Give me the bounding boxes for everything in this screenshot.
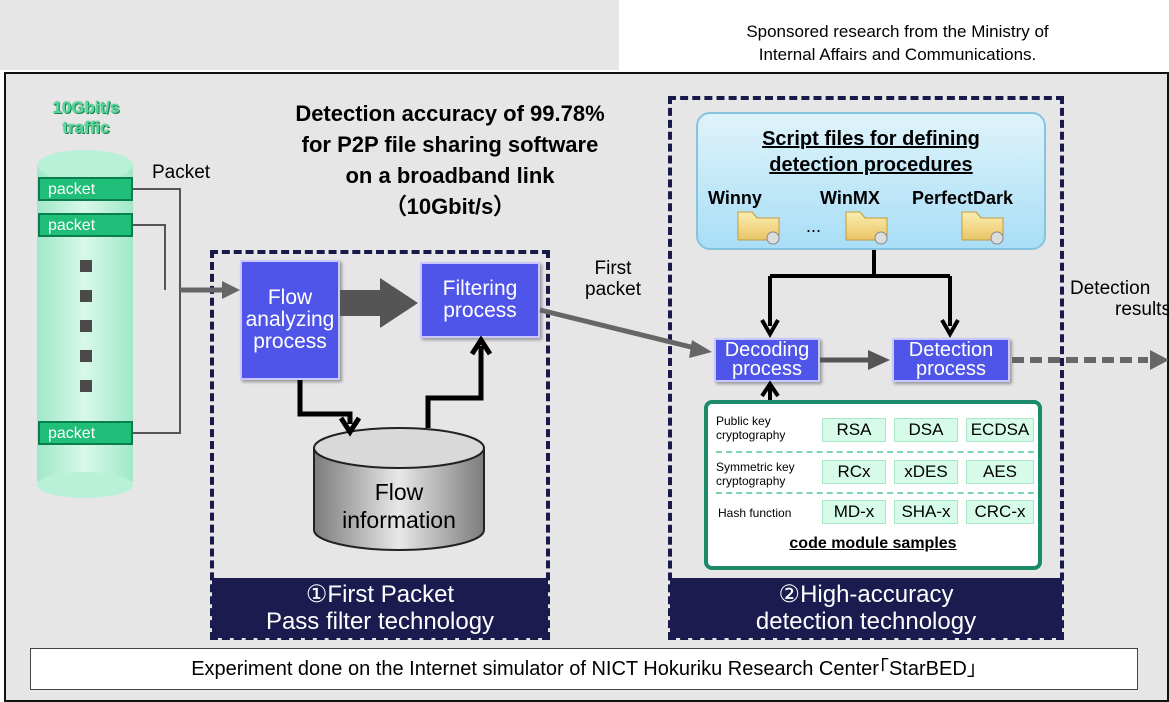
module-chip: MD-x xyxy=(822,500,886,524)
packet-to-flow-arrow xyxy=(180,281,240,299)
module-chip: xDES xyxy=(894,460,958,484)
decoding-line-2: process xyxy=(731,358,802,380)
module-chip: RCx xyxy=(822,460,886,484)
module-chip: ECDSA xyxy=(966,418,1034,442)
detection-box: Detection process xyxy=(892,338,1010,382)
decoding-line-1: Decoding xyxy=(724,339,810,361)
folder-icon xyxy=(737,211,780,245)
script-files-title: Script files for defining detection proc… xyxy=(700,126,1042,178)
flow-info-line-2: information xyxy=(342,507,456,533)
first-packet-line-1: First xyxy=(594,258,632,279)
packet-dot xyxy=(80,350,92,362)
accuracy-line-2: for P2P file sharing software xyxy=(301,132,599,157)
packet-box: packet xyxy=(38,421,133,445)
module-divider xyxy=(716,492,1034,494)
packet-dot xyxy=(80,380,92,392)
flow-analyzing-label: Flow analyzing process xyxy=(245,286,335,353)
detection-label-line-2: detection technology xyxy=(755,608,977,635)
accuracy-headline: Detection accuracy of 99.78% for P2P fil… xyxy=(225,98,675,222)
detection-label: ②High-accuracy detection technology xyxy=(670,578,1062,638)
module-category: Hash function xyxy=(718,506,792,520)
sponsor-line-2: Internal Affairs and Communications. xyxy=(758,45,1037,64)
flow-info-line-1: Flow xyxy=(374,479,424,505)
module-category: Symmetric key cryptography xyxy=(716,460,795,488)
first-packet-label: ①First Packet Pass filter technology xyxy=(212,578,548,638)
first-packet-section xyxy=(210,250,550,640)
packet-dot xyxy=(80,260,92,272)
db-to-filter-arrow xyxy=(425,335,493,428)
packet-box: packet xyxy=(38,177,133,201)
detection-label-line-1: ②High-accuracy xyxy=(778,581,954,608)
header-gray-band xyxy=(0,0,619,70)
detection-line-1: Detection xyxy=(908,339,994,361)
script-to-process-arrows xyxy=(760,250,960,339)
packet-connectors xyxy=(133,188,181,434)
module-divider xyxy=(716,451,1034,453)
app-name-winny: Winny xyxy=(708,188,762,208)
modules-to-decoding-arrow xyxy=(760,380,780,400)
script-title-line-1: Script files for defining xyxy=(762,128,980,150)
first-packet-label-line-1: ①First Packet xyxy=(305,581,455,608)
results-text: Detection results xyxy=(1070,278,1169,320)
ellipsis: ... xyxy=(806,216,822,236)
module-chip: AES xyxy=(966,460,1034,484)
accuracy-line-4: （10Gbit/s） xyxy=(384,194,516,219)
flow-information-label: Flow information xyxy=(314,478,484,534)
sponsor-line-1: Sponsored research from the Ministry of xyxy=(746,22,1049,41)
flow-information-db xyxy=(313,427,485,551)
packet-label: Packet xyxy=(152,162,211,183)
first-packet-arrow xyxy=(539,307,712,358)
app-name-winmx: WinMX xyxy=(820,188,880,208)
app-name-perfectdark: PerfectDark xyxy=(912,188,1014,208)
first-packet-label-line-2: Pass filter technology xyxy=(265,608,495,635)
folder-icon xyxy=(845,211,888,245)
flow-analyzing-box: Flow analyzing process xyxy=(240,260,340,380)
accuracy-line-1: Detection accuracy of 99.78% xyxy=(295,101,605,126)
experiment-footer: Experiment done on the Internet simulato… xyxy=(30,648,1138,690)
module-category: Public key cryptography xyxy=(716,414,786,442)
detection-section xyxy=(668,96,1064,640)
module-chip: DSA xyxy=(894,418,958,442)
sponsor-note: Sponsored research from the Ministry of … xyxy=(640,20,1155,66)
traffic-title: 10Gbit/s traffic xyxy=(30,98,142,138)
traffic-title-line-1: 10Gbit/s xyxy=(52,98,120,117)
packet-dot xyxy=(80,320,92,332)
decode-to-detect-arrow xyxy=(820,350,890,370)
code-modules-caption: code module samples xyxy=(789,535,957,552)
analyze-to-db-arrow xyxy=(297,380,362,437)
packet-box: packet xyxy=(38,213,133,237)
results-line-1: Detection xyxy=(1070,278,1151,299)
first-packet-line-2: packet xyxy=(585,279,641,300)
filtering-label: Filtering process xyxy=(442,277,518,322)
packet-dot xyxy=(80,290,92,302)
module-chip: RSA xyxy=(822,418,886,442)
detection-line-2: process xyxy=(915,358,987,380)
script-title-line-2: detection procedures xyxy=(769,154,973,176)
traffic-bottom-ellipse xyxy=(37,472,133,498)
analyze-to-filter-arrow xyxy=(340,278,418,328)
traffic-cylinder-top xyxy=(37,150,133,180)
first-packet-text: First packet xyxy=(568,258,658,300)
decoding-box: Decoding process xyxy=(714,338,820,382)
module-chip: SHA-x xyxy=(894,500,958,524)
folder-icon xyxy=(961,211,1004,245)
module-chip: CRC-x xyxy=(966,500,1034,524)
traffic-title-line-2: traffic xyxy=(62,118,110,137)
accuracy-line-3: on a broadband link xyxy=(345,163,555,188)
results-arrow xyxy=(1012,350,1169,370)
results-line-2: results xyxy=(1115,299,1169,320)
